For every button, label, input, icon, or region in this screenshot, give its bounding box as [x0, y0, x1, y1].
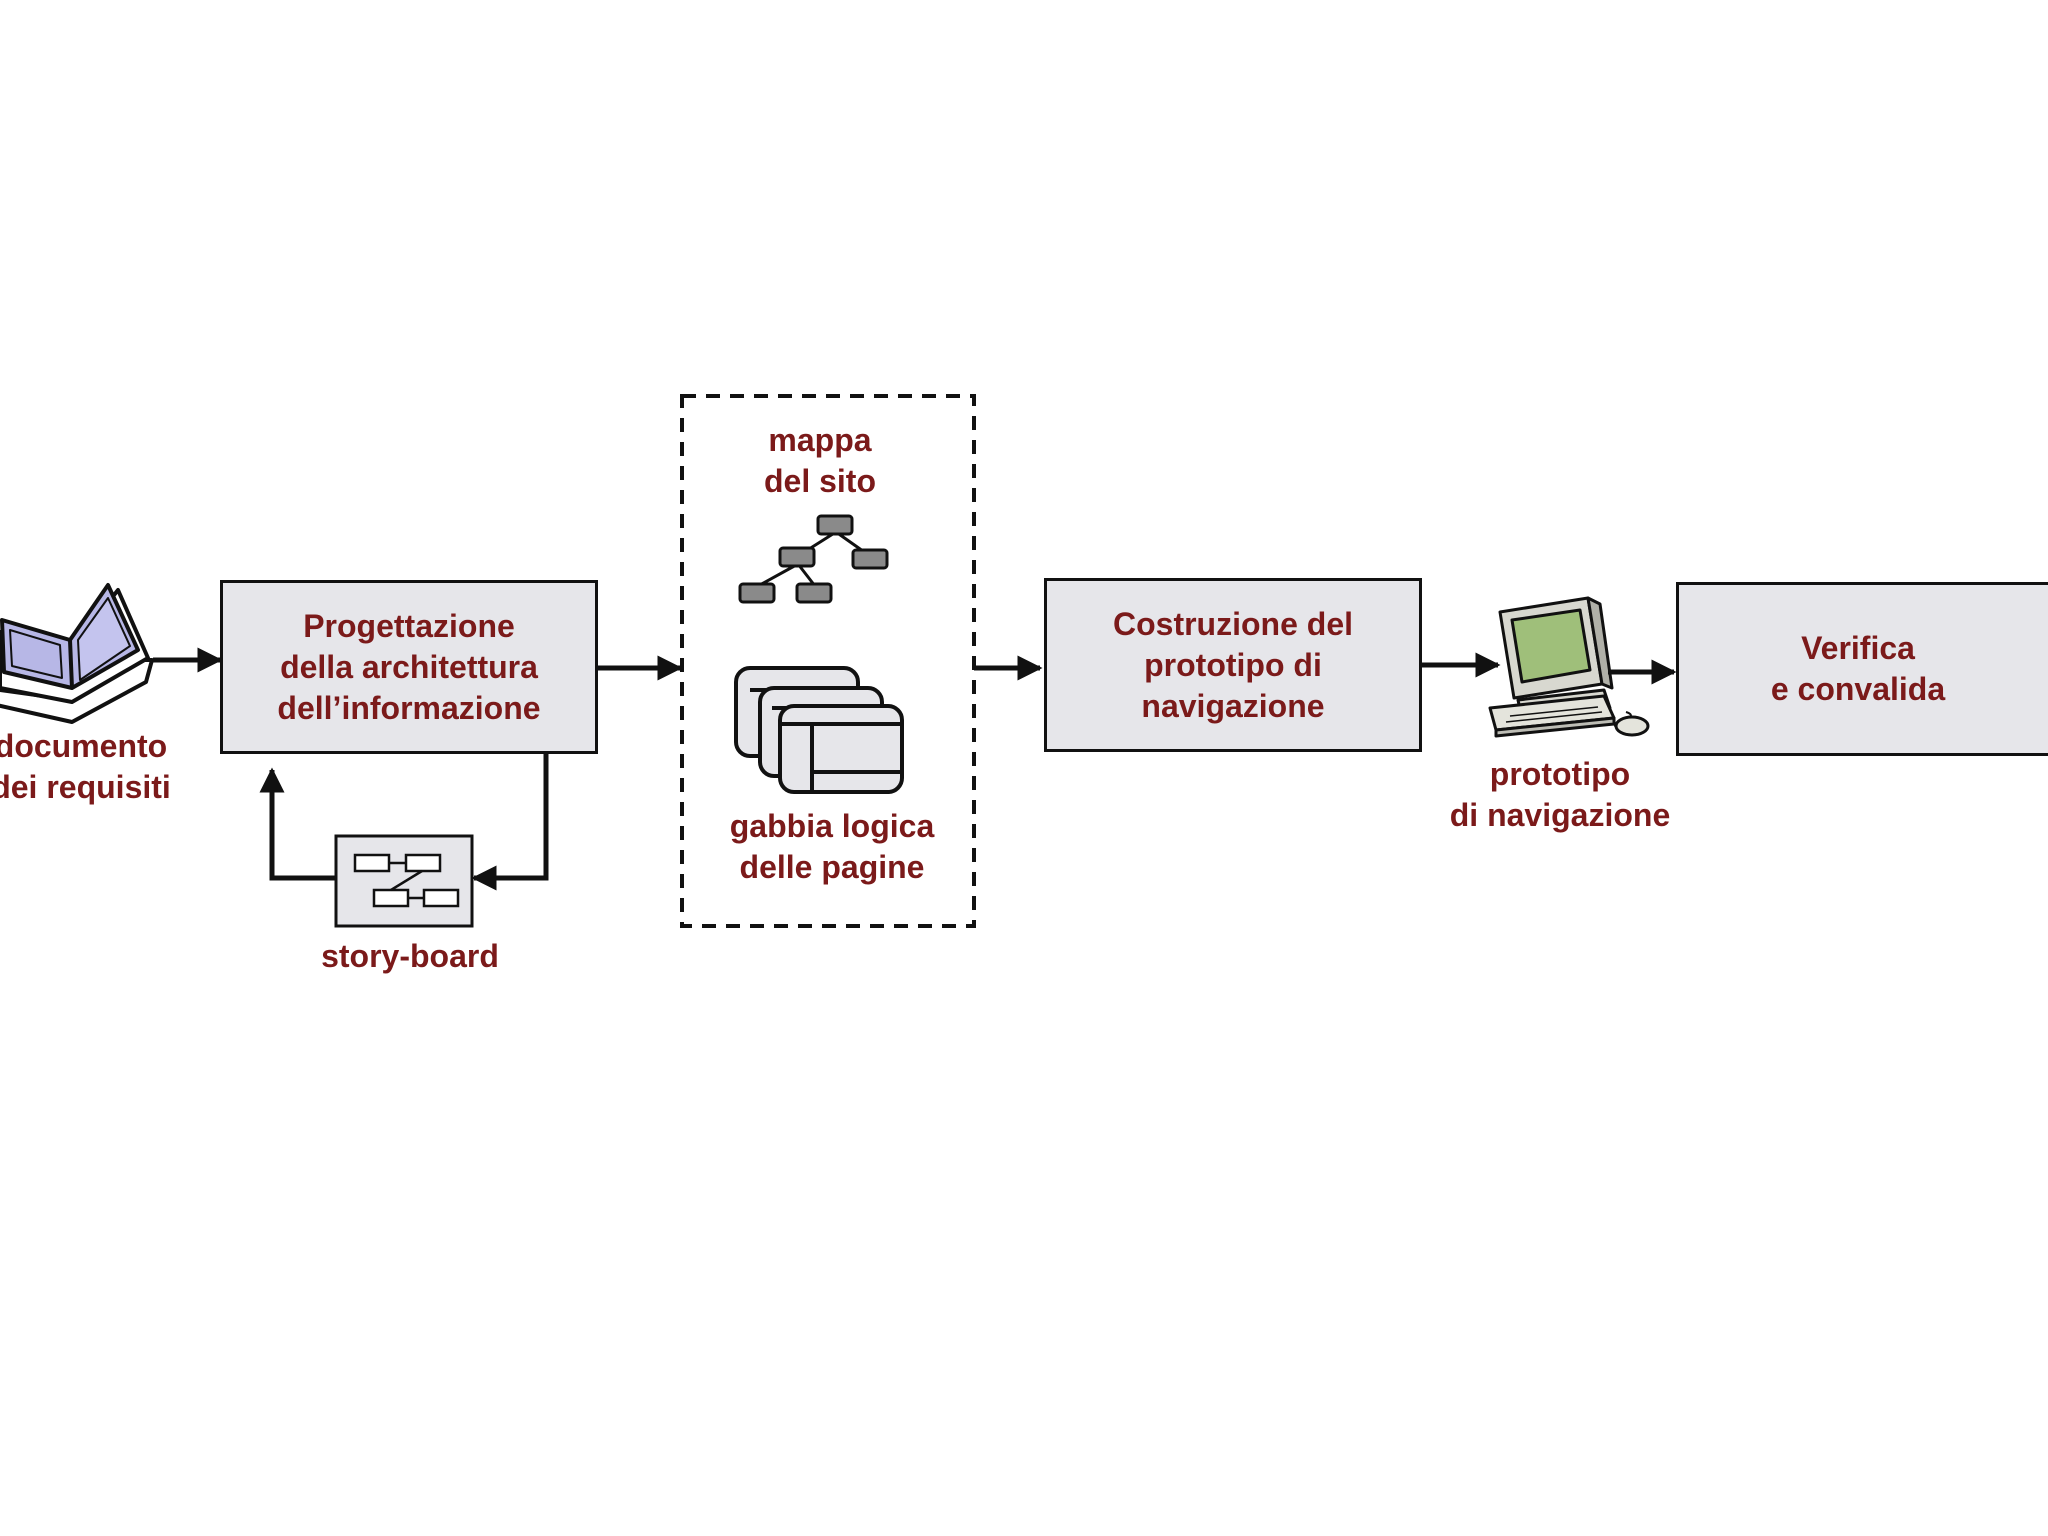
costruzione-line1: Costruzione del	[1112, 605, 1353, 642]
storyboard-label: story-board	[280, 936, 540, 977]
storyboard-text: story-board	[321, 938, 499, 974]
sitemap-icon	[738, 514, 889, 604]
verifica-box: Verifica e convalida	[1676, 582, 2048, 756]
arrow-design-to-storyboard	[471, 752, 549, 891]
prototipo-line1: prototipo	[1489, 756, 1631, 792]
doc-requisiti-line1: documento	[0, 728, 168, 764]
progettazione-line3: dell’informazione	[277, 689, 541, 726]
verifica-line2: e convalida	[1770, 671, 1946, 707]
prototipo-label: prototipo di navigazione	[1420, 754, 1700, 836]
verifica-label: Verifica e convalida	[1771, 628, 1945, 710]
gabbia-line1: gabbia logica	[729, 808, 935, 844]
progettazione-label: Progettazione della architettura dell’in…	[277, 606, 540, 729]
costruzione-line2: prototipo di	[1144, 646, 1322, 683]
doc-requisiti-line2: dei requisiti	[0, 769, 171, 805]
gabbia-line2: delle pagine	[739, 849, 925, 885]
mappa-line2: del sito	[763, 463, 876, 499]
gabbia-label: gabbia logica delle pagine	[692, 806, 972, 888]
verifica-line1: Verifica	[1801, 630, 1915, 666]
prototipo-line2: di navigazione	[1449, 797, 1671, 833]
artifacts-frame	[680, 394, 976, 928]
progettazione-line2: della architettura	[280, 648, 538, 685]
costruzione-box: Costruzione del prototipo di navigazione	[1044, 578, 1422, 752]
costruzione-line3: navigazione	[1141, 687, 1325, 724]
costruzione-label: Costruzione del prototipo di navigazione	[1113, 604, 1353, 727]
page-frames-icon	[734, 666, 904, 794]
progettazione-box: Progettazione della architettura dell’in…	[220, 580, 598, 754]
progettazione-line1: Progettazione	[303, 607, 515, 644]
arrow-storyboard-to-design	[259, 767, 338, 881]
mappa-label: mappa del sito	[700, 420, 940, 502]
mappa-line1: mappa	[768, 422, 872, 458]
doc-requisiti-label: documento dei requisiti	[0, 726, 186, 808]
computer-icon	[1488, 596, 1650, 738]
storyboard-icon	[334, 834, 474, 928]
book-icon	[0, 583, 154, 724]
